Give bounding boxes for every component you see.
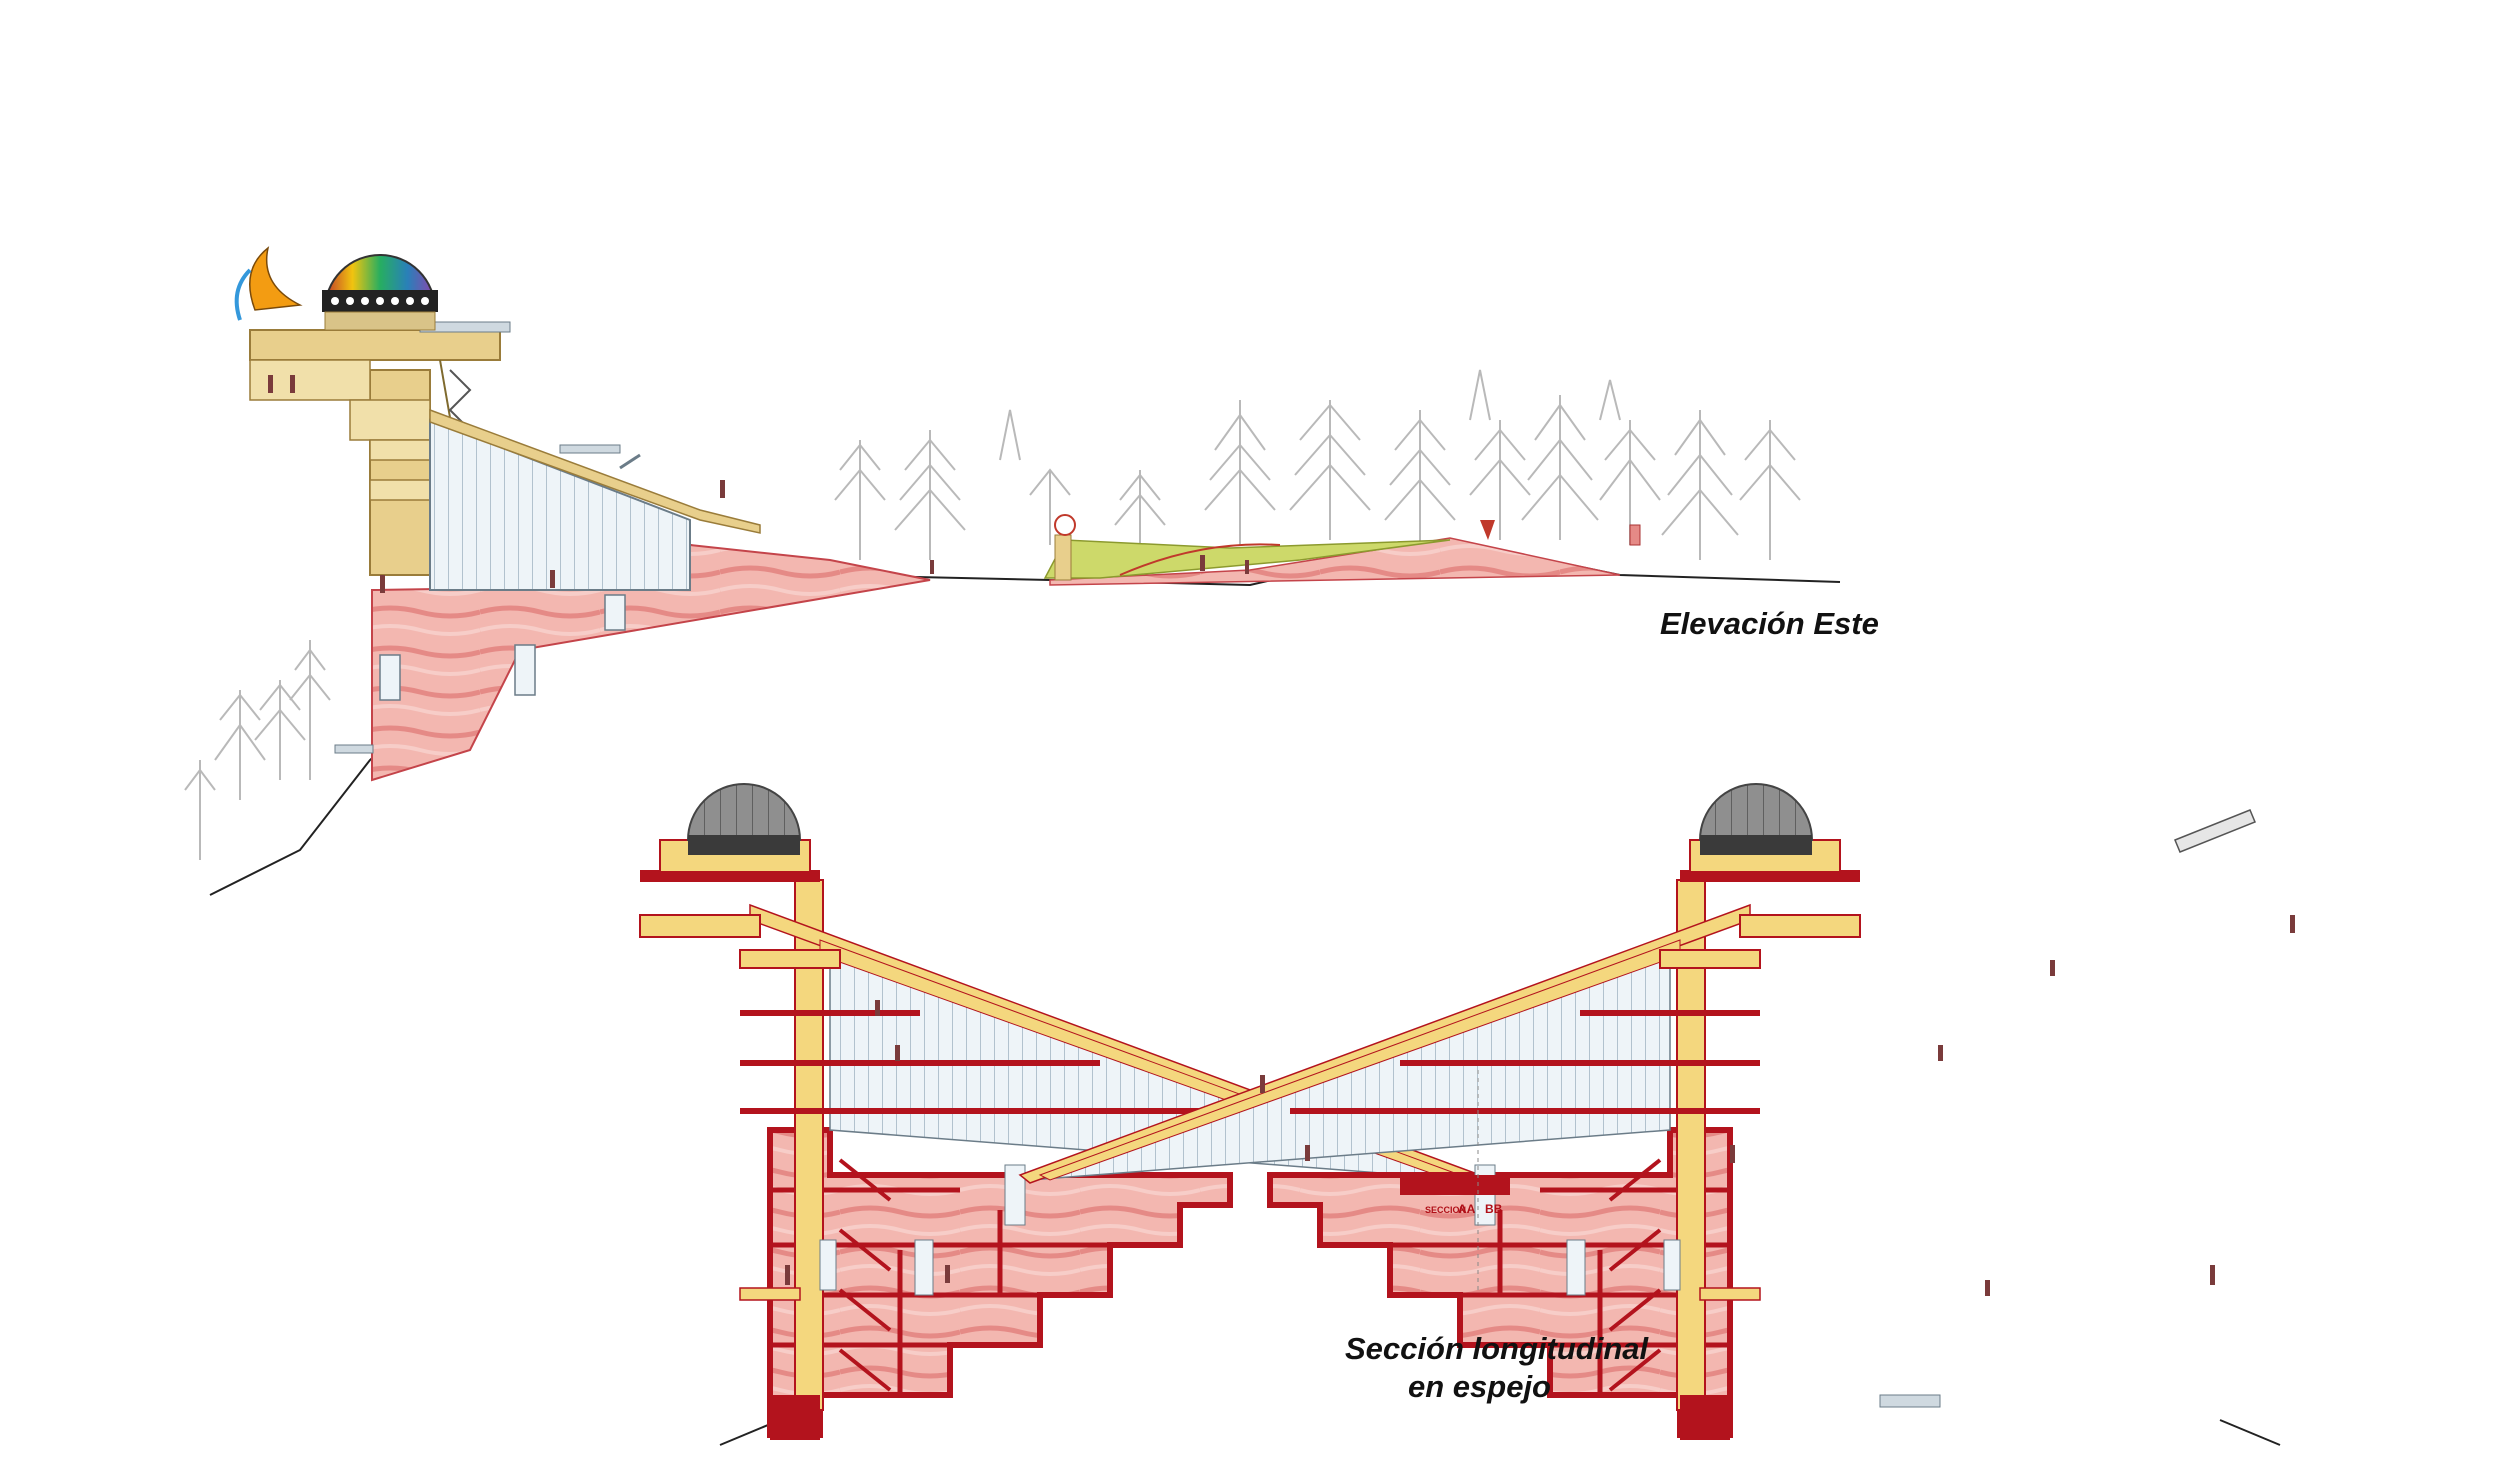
observatory-tower	[249, 321, 511, 591]
sloped-glass-roof	[429, 418, 691, 591]
caption-section-line2: en espejo	[1408, 1369, 1551, 1404]
colorful-dome	[322, 254, 438, 331]
elevation-east	[184, 246, 1841, 896]
section-mark-bb: BB	[1485, 1202, 1503, 1216]
tree-background	[184, 369, 1801, 860]
section-longitudinal: SECCION AA BB	[639, 783, 2295, 1446]
green-hill-path	[1119, 543, 1281, 576]
caption-section-line1: Sección longitudinal	[1345, 1331, 1649, 1366]
section-mark-prefix: SECCION	[1425, 1205, 1466, 1215]
horn-sculpture	[249, 246, 303, 311]
sloped-roof-beam	[429, 408, 761, 534]
caption-elevation: Elevación Este	[1660, 606, 1879, 641]
rock-mass-right	[1049, 537, 1621, 586]
section-people	[785, 915, 2295, 1296]
section-half-right	[1018, 783, 1941, 1440]
people-figures	[268, 375, 1249, 593]
telescope	[2174, 809, 2256, 853]
section-mark-aa: AA	[1458, 1202, 1476, 1216]
center-slab	[1400, 1175, 1510, 1195]
